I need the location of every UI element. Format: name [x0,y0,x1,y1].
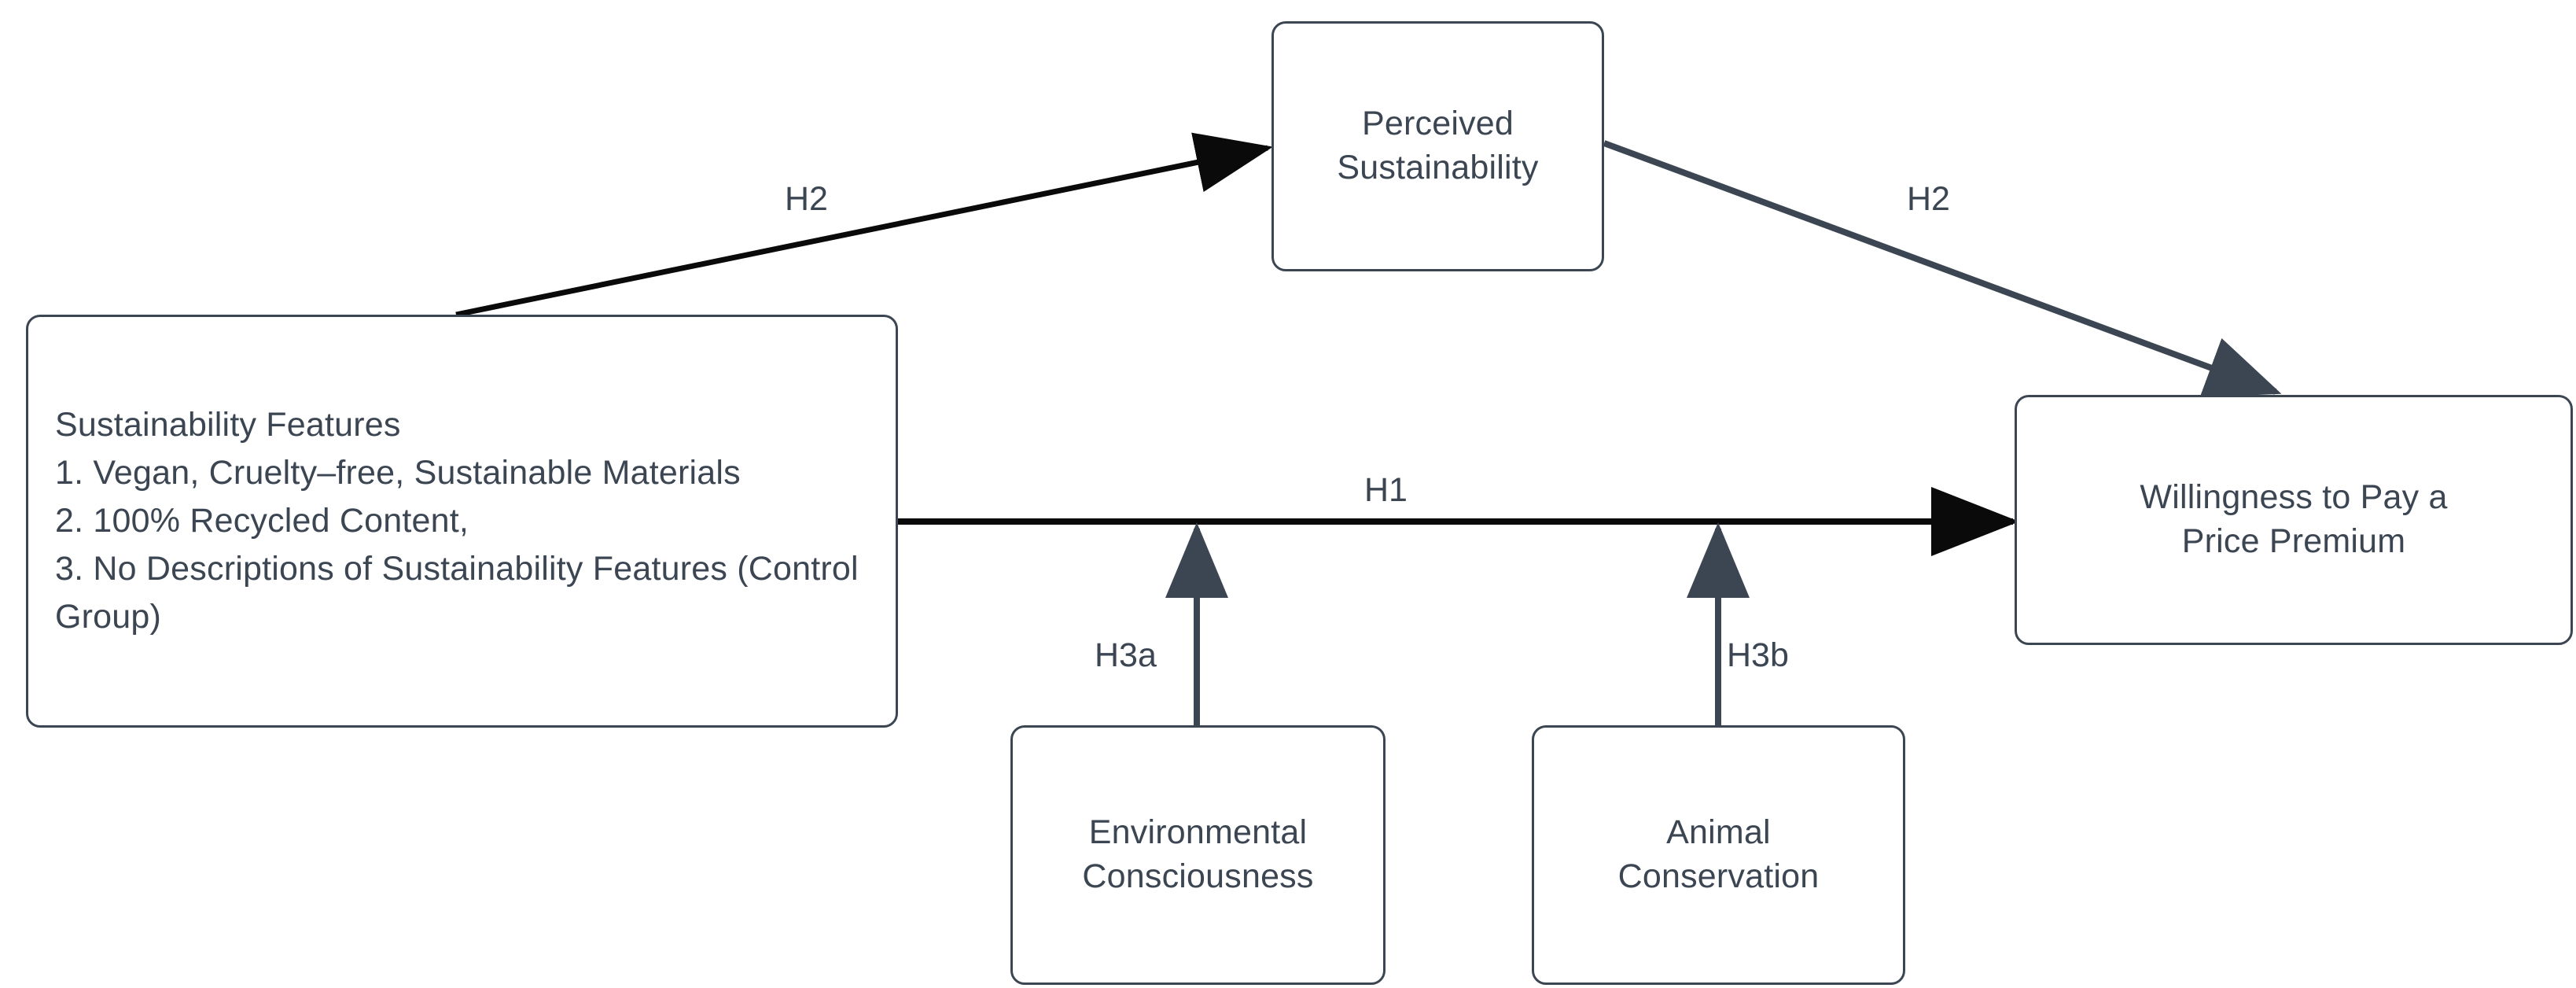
edge-label-h2-perceived-to-wtp: H2 [1907,180,1950,218]
edge-label-h2-features-to-perceived: H2 [785,180,828,218]
node-environmental-consciousness[interactable]: Environmental Consciousness [1010,725,1386,985]
edge-label-h1: H1 [1364,471,1408,509]
node-animal-conservation[interactable]: Animal Conservation [1532,725,1905,985]
edge-h2-features-to-perceived [455,132,1273,318]
node-sustainability-features-label: Sustainability Features 1. Vegan, Cruelt… [55,405,859,636]
node-environmental-consciousness-label: Environmental Consciousness [1082,813,1314,895]
edge-label-h3b: H3b [1727,636,1789,674]
node-willingness-to-pay-label: Willingness to Pay a Price Premium [2140,478,2448,560]
node-sustainability-features[interactable]: Sustainability Features 1. Vegan, Cruelt… [26,315,898,728]
node-perceived-sustainability-label: Perceived Sustainability [1337,105,1539,186]
node-animal-conservation-label: Animal Conservation [1617,813,1820,895]
node-willingness-to-pay[interactable]: Willingness to Pay a Price Premium [2015,395,2573,645]
edge-label-h3a: H3a [1095,636,1157,674]
node-perceived-sustainability[interactable]: Perceived Sustainability [1271,21,1604,271]
